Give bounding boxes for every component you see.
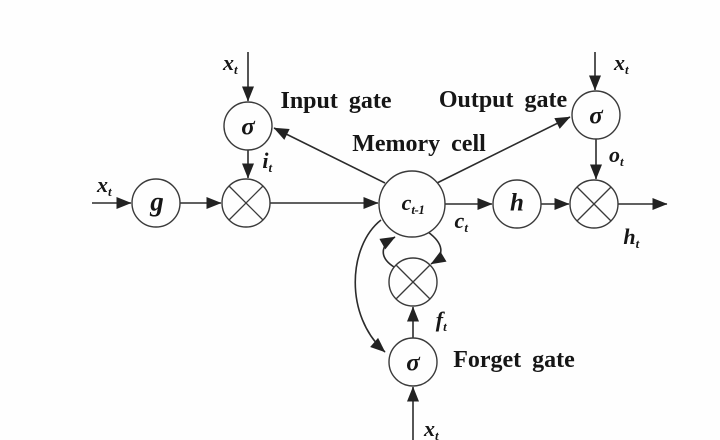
x-t-top-right-label: xt — [613, 50, 629, 77]
input-gate-label: Input gate — [280, 88, 392, 114]
c-t-label: ct — [454, 208, 468, 235]
output-gate-label: Output gate — [438, 87, 568, 113]
memory-cell-node — [378, 170, 446, 238]
forget-gate-sigma-glyph: σ — [406, 349, 420, 377]
g-node — [131, 178, 181, 228]
input-gate-sigma-node — [223, 101, 273, 151]
memory-cell-state-glyph: ct-1 — [401, 190, 425, 217]
forget-multiply-node-icon — [388, 257, 438, 307]
memory-cell-label: Memory cell — [352, 131, 486, 157]
forget-gate-label: Forget gate — [453, 347, 575, 373]
output-multiply-node-icon — [569, 179, 619, 229]
arrow-cell-to-forget-gate-arc — [354, 219, 386, 353]
forget-gate-sigma-node — [388, 337, 438, 387]
arrow-cell-to-forget-multiply-loop — [427, 231, 447, 265]
output-gate-sigma-node — [571, 90, 621, 140]
input-multiply-node-icon — [221, 178, 271, 228]
h-node-glyph: h — [510, 189, 524, 217]
input-gate-sigma-glyph: σ — [241, 113, 255, 141]
arrow-forget-multiply-to-cell-loop — [379, 236, 396, 268]
x-t-left-label: xt — [96, 172, 112, 199]
i-t-label: it — [262, 148, 272, 175]
h-node — [492, 179, 542, 229]
arrow-cell-to-output-gate — [436, 116, 571, 184]
arrow-cell-to-input-gate — [273, 127, 386, 184]
h-t-label: ht — [623, 224, 639, 251]
output-gate-sigma-glyph: σ — [589, 102, 603, 130]
x-t-bottom-label: xt — [423, 416, 439, 440]
f-t-label: ft — [435, 307, 447, 334]
x-t-top-left-label: xt — [222, 50, 238, 77]
g-node-glyph: g — [150, 186, 164, 217]
o-t-label: ot — [608, 142, 624, 169]
